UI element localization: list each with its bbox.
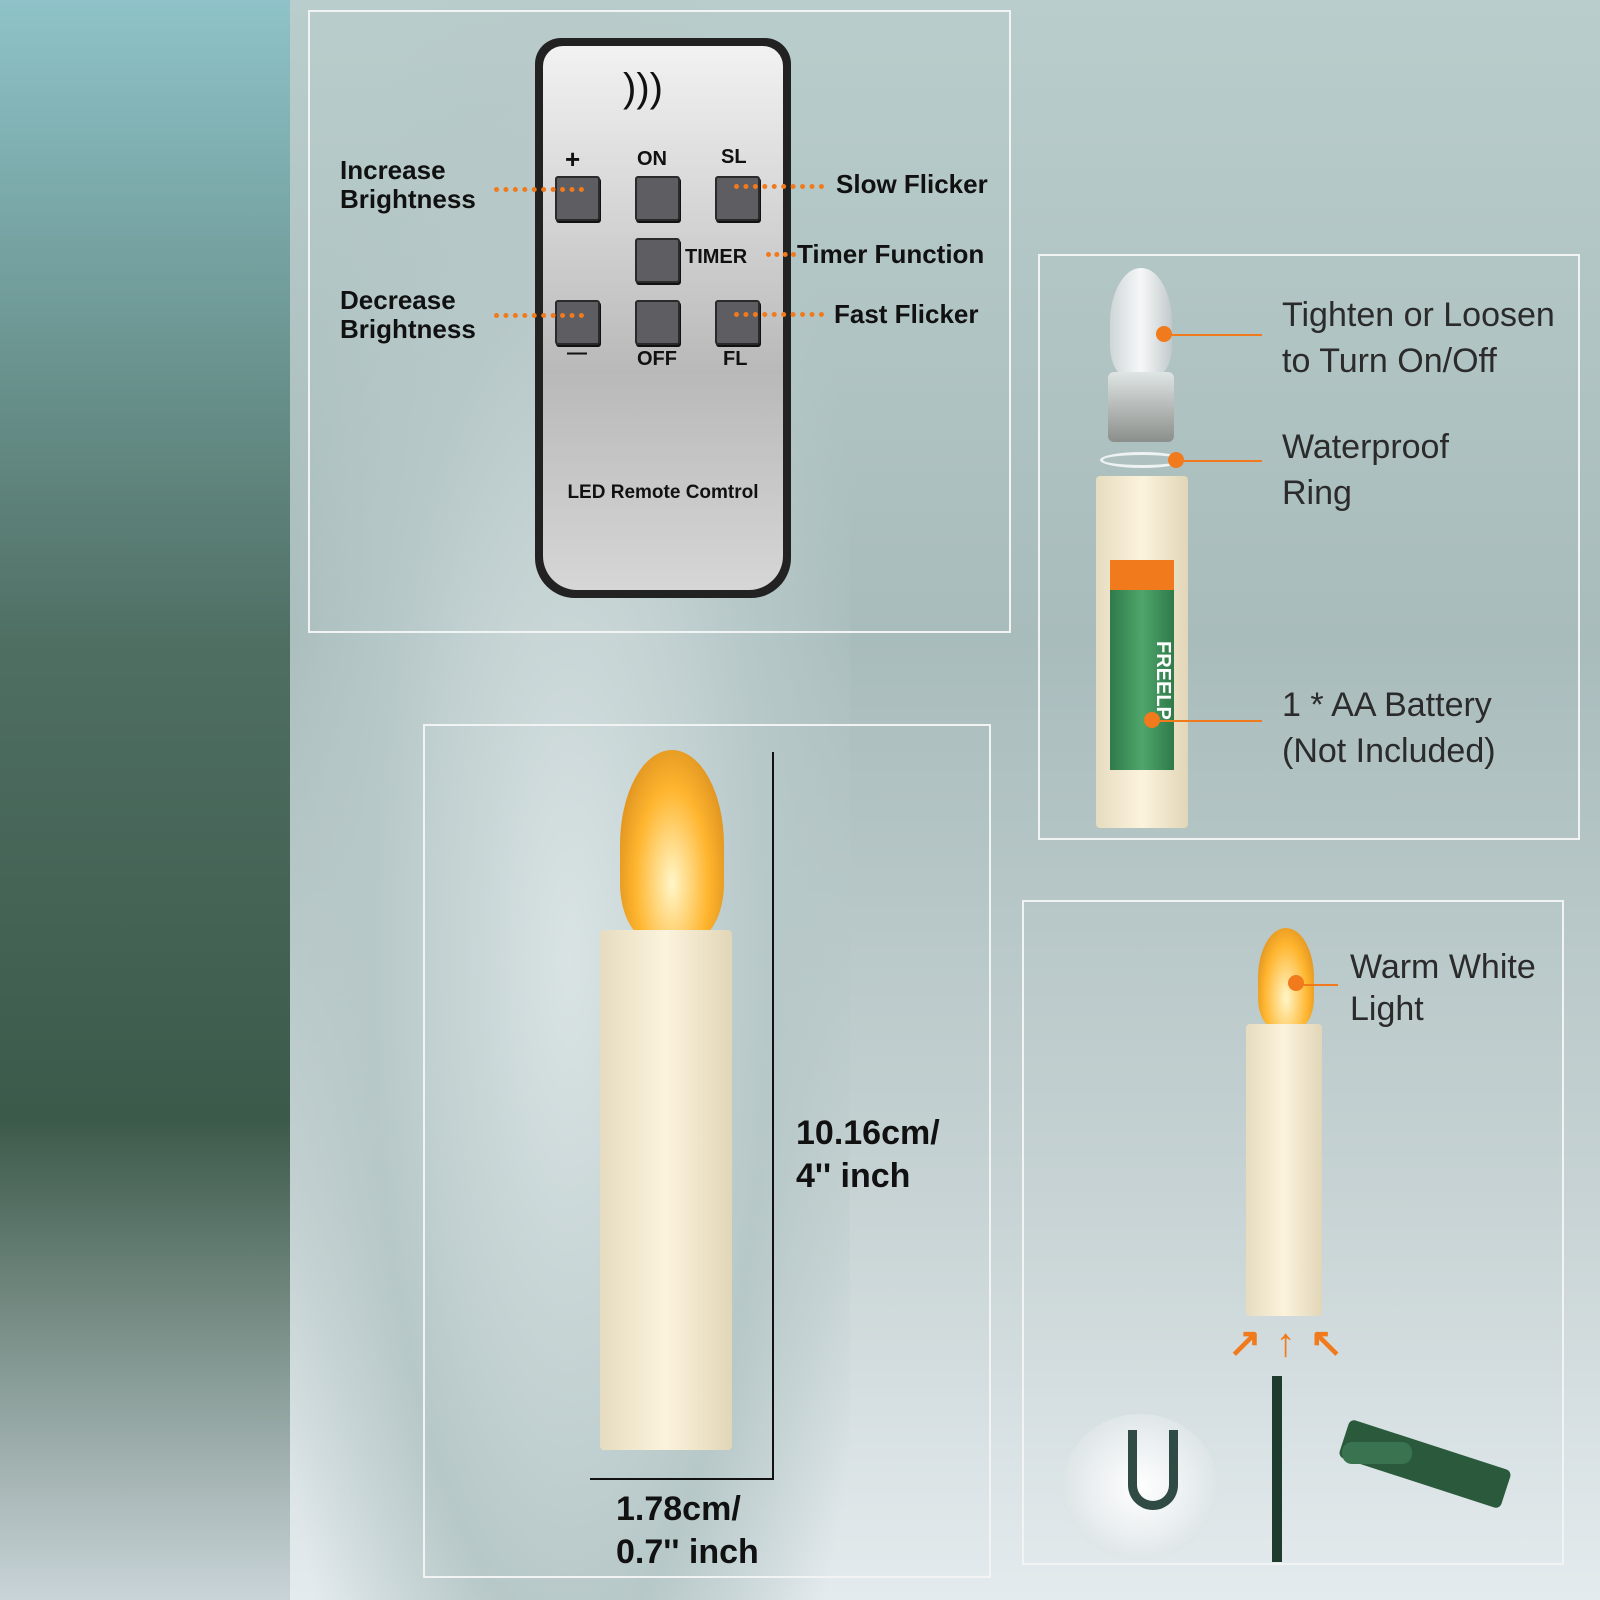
bulb-base: [1108, 372, 1174, 442]
warm-white-light-label: Warm White Light: [1350, 948, 1536, 1028]
callout-dots: [494, 187, 584, 192]
parts-panel: [1038, 254, 1580, 840]
callout-line: [1152, 720, 1262, 722]
flame-bulb: [1110, 268, 1172, 378]
callout-dot: [1288, 975, 1304, 991]
increase-button[interactable]: [555, 176, 600, 221]
small-candle: [1246, 1024, 1322, 1316]
suction-hook: [1128, 1430, 1178, 1510]
decrease-button[interactable]: [555, 300, 600, 345]
height-dimension: 10.16cm/ 4'' inch: [796, 1114, 940, 1195]
remote-control: ))) + ON SL TIMER — OFF FL LED Remote Co…: [535, 38, 791, 598]
timer-function-label: Timer Function: [797, 239, 985, 269]
candle-flame: [620, 750, 724, 940]
off-button[interactable]: [635, 300, 680, 345]
fl-label: FL: [723, 348, 748, 370]
clip-cup: [1342, 1442, 1412, 1464]
sl-label: SL: [721, 146, 747, 168]
waterproof-ring-label: Waterproof Ring: [1282, 428, 1449, 512]
on-label: ON: [637, 148, 667, 170]
large-candle: [600, 930, 732, 1450]
dimensions-panel: [423, 724, 991, 1578]
height-line: [772, 752, 774, 1480]
tighten-label: Tighten or Loosen to Turn On/Off: [1282, 296, 1555, 380]
remote-panel: [308, 10, 1011, 633]
battery-brand: FREELP: [1152, 640, 1174, 720]
fast-flicker-button[interactable]: [715, 300, 760, 345]
callout-dots: [494, 313, 584, 318]
battery-label: 1 * AA Battery (Not Included): [1282, 686, 1496, 770]
callout-dots: [766, 252, 796, 257]
slow-flicker-label: Slow Flicker: [836, 169, 988, 199]
warm-flame: [1258, 928, 1314, 1028]
ground-stake: [1272, 1376, 1282, 1562]
minus-label: —: [567, 342, 587, 364]
mounting-panel: [1022, 900, 1564, 1565]
callout-line: [1176, 460, 1262, 462]
width-dimension: 1.78cm/ 0.7'' inch: [616, 1490, 759, 1571]
callout-line: [1296, 984, 1338, 986]
remote-title: LED Remote Comtrol: [567, 482, 759, 503]
off-label: OFF: [637, 348, 677, 370]
christmas-tree-background: [0, 0, 290, 1600]
slow-flicker-button[interactable]: [715, 176, 760, 221]
callout-dots: [734, 312, 824, 317]
aa-battery: FREELP: [1110, 560, 1174, 770]
fast-flicker-label: Fast Flicker: [834, 299, 979, 329]
timer-label: TIMER: [685, 246, 748, 268]
callout-line: [1164, 334, 1262, 336]
callout-dots: [734, 184, 824, 189]
plus-label: +: [565, 144, 581, 174]
decrease-brightness-label: Decrease Brightness: [340, 285, 476, 344]
timer-button[interactable]: [635, 238, 680, 283]
increase-brightness-label: Increase Brightness: [340, 155, 476, 214]
on-button[interactable]: [635, 176, 680, 221]
width-line: [590, 1478, 772, 1480]
signal-icon: ))): [623, 66, 663, 110]
arrow-up-icons: ↗↑↖: [1228, 1321, 1358, 1365]
